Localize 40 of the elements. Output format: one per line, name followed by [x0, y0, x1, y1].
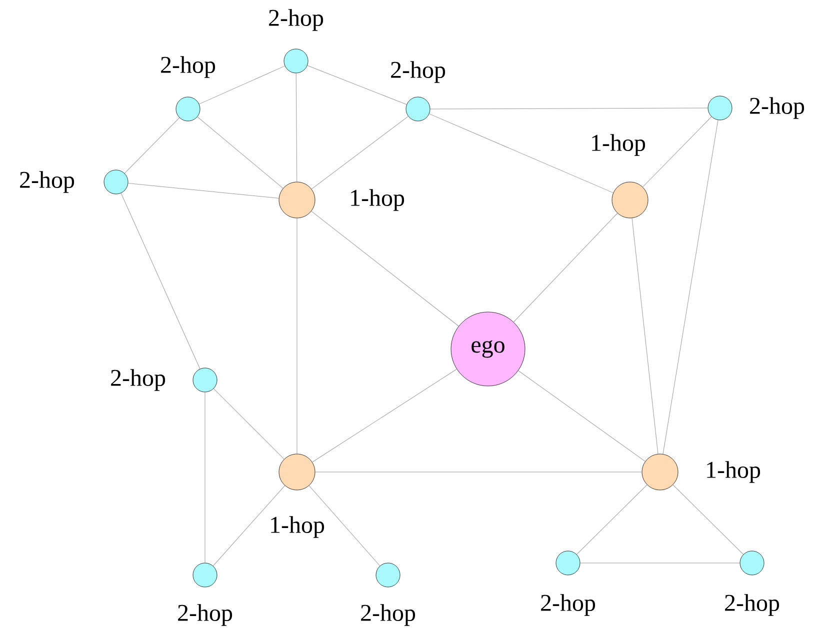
edge-line: [642, 116, 712, 188]
node-label: 2-hop: [541, 594, 596, 616]
edge-line: [632, 218, 658, 454]
edge-line: [213, 388, 284, 460]
edge-line: [513, 212, 618, 322]
edge-line: [518, 370, 646, 462]
node-label: 2-hop: [361, 604, 416, 626]
node-label: 1-hop: [271, 516, 324, 538]
edge-line: [311, 116, 408, 190]
node-label: 2-hop: [178, 604, 232, 626]
node-label: 1-hop: [592, 134, 646, 156]
edge-line: [204, 392, 206, 564]
edge-line: [672, 484, 744, 555]
node-label: 2-hop: [269, 9, 324, 31]
node-label: 2-hop: [750, 97, 804, 119]
edge-line: [312, 368, 457, 462]
node-label: 2-hop: [20, 171, 74, 193]
edge-line: [296, 218, 298, 454]
edge-line: [128, 182, 280, 198]
edge-line: [311, 210, 459, 326]
edge-line: [212, 485, 286, 566]
edge-line: [124, 117, 180, 174]
node-label: 2-hop: [725, 594, 780, 616]
edge-line: [428, 114, 614, 194]
edge-line: [198, 66, 286, 104]
edge-line: [580, 562, 740, 564]
node-label: 2-hop: [391, 61, 446, 83]
edge-line: [308, 485, 380, 566]
edge-line: [296, 72, 298, 182]
node-label: 1-hop: [351, 189, 404, 211]
edge-line: [307, 65, 407, 105]
edge-line: [120, 192, 200, 370]
edge-line: [197, 116, 284, 189]
ego-node: ego: [450, 312, 526, 386]
node-label: 1-hop: [707, 461, 760, 483]
node-label: 2-hop: [161, 56, 216, 78]
edge-line: [576, 484, 648, 555]
node-label: 2-hop: [111, 369, 166, 391]
edge-line: [430, 108, 708, 110]
edge-line: [662, 120, 718, 454]
